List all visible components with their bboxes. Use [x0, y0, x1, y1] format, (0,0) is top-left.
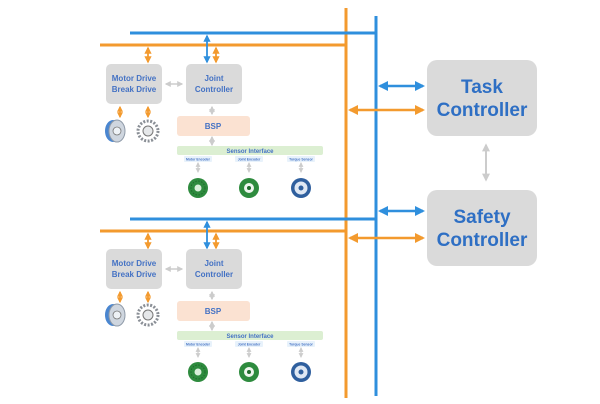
- joint-controller-line2: Controller: [195, 85, 233, 94]
- torque-sensor-icon: [291, 178, 311, 198]
- sensor-label-joint-encoder: Joint Encoder: [238, 158, 261, 162]
- encoder-ring-icon: [239, 178, 259, 198]
- motor-drive-box: [106, 249, 162, 289]
- sensor-interface-label: Sensor Interface: [226, 334, 274, 340]
- joint-controller-line2: Controller: [195, 270, 233, 279]
- sensor-label-torque-sensor: Torque Sensor: [289, 158, 313, 162]
- bsp-box: [177, 116, 250, 136]
- joint-module-bottom: Motor Drive Break Drive Joint Controller…: [105, 220, 323, 382]
- sensor-interface-bar: [177, 331, 323, 340]
- bsp-label: BSP: [205, 307, 222, 316]
- brake-icon: [136, 119, 160, 143]
- sensor-label-torque-sensor: Torque Sensor: [289, 343, 313, 347]
- safety-controller-line2: Controller: [437, 230, 528, 251]
- motor-drive-line2: Break Drive: [112, 85, 157, 94]
- sensor-tab-joint-encoder: [235, 341, 263, 347]
- motor-drive-line1: Motor Drive: [112, 74, 157, 83]
- sensor-tab-motor-encoder: [184, 156, 212, 162]
- joint-controller-line1: Joint: [204, 74, 223, 83]
- task-controller-box: [427, 60, 537, 136]
- sensor-tab-torque-sensor: [287, 156, 315, 162]
- sensor-label-joint-encoder: Joint Encoder: [238, 343, 261, 347]
- motor-icon: [105, 303, 126, 327]
- sensor-tab-joint-encoder: [235, 156, 263, 162]
- task-controller-line2: Controller: [437, 100, 528, 121]
- sensor-interface-bar: [177, 146, 323, 155]
- bsp-box: [177, 301, 250, 321]
- encoder-disc-icon: [188, 178, 208, 198]
- joint-controller-box: [186, 249, 242, 289]
- torque-sensor-icon: [291, 362, 311, 382]
- task-controller-line1: Task: [461, 77, 503, 98]
- sensor-interface-label: Sensor Interface: [226, 149, 274, 155]
- brake-icon: [136, 303, 160, 327]
- motor-drive-line1: Motor Drive: [112, 259, 157, 268]
- sensor-label-motor-encoder: Motor Encoder: [186, 343, 211, 347]
- joint-controller-line1: Joint: [204, 259, 223, 268]
- bsp-label: BSP: [205, 122, 222, 131]
- motor-drive-line2: Break Drive: [112, 270, 157, 279]
- joint-module-top: Motor Drive Break Drive Joint Controller…: [105, 34, 323, 198]
- joint-controller-box: [186, 64, 242, 104]
- sensor-tab-motor-encoder: [184, 341, 212, 347]
- motor-drive-box: [106, 64, 162, 104]
- safety-controller-box: [427, 190, 537, 266]
- encoder-disc-icon: [188, 362, 208, 382]
- encoder-ring-icon: [239, 362, 259, 382]
- sensor-tab-torque-sensor: [287, 341, 315, 347]
- safety-controller-line1: Safety: [453, 207, 510, 228]
- motor-icon: [105, 119, 126, 143]
- sensor-label-motor-encoder: Motor Encoder: [186, 158, 211, 162]
